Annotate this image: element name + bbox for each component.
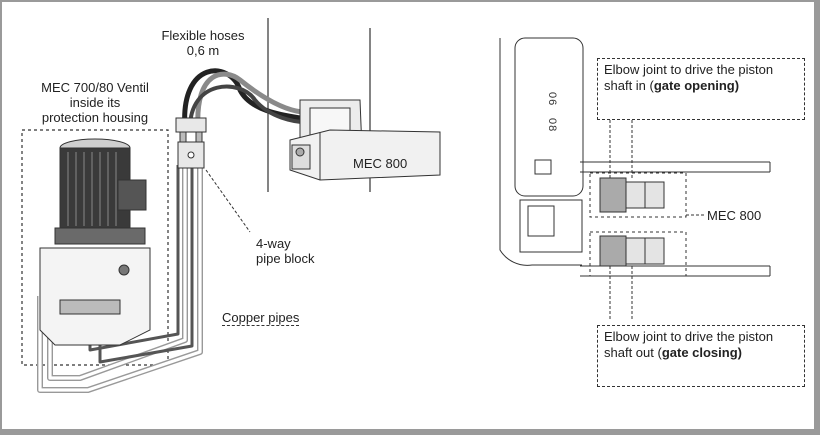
elbow-joints — [599, 177, 665, 267]
mec800-left-label: MEC 800 — [353, 156, 408, 171]
pipe-block-leader — [205, 169, 251, 233]
callout-leaders — [609, 110, 633, 320]
flexible-hoses — [182, 68, 307, 131]
four-way-pipe-block — [175, 117, 207, 169]
callout-opening-close: ) — [734, 78, 740, 93]
callout-opening-text: Elbow joint to drive the piston shaft in… — [604, 62, 774, 93]
callout-closing-bold: gate closing — [661, 345, 738, 360]
wall-digits-a: 06 — [546, 92, 558, 107]
mec800-right-label: MEC 800 — [707, 208, 762, 223]
mec700-label: MEC 700/80 Ventil inside its protection … — [30, 80, 160, 125]
pipe-block-label-line2: pipe block — [256, 251, 315, 266]
pipe-block-label: 4-way pipe block — [256, 236, 315, 266]
hoses-label-line1: Flexible hoses — [161, 28, 245, 43]
mec800-left-actuator — [289, 99, 441, 181]
callout-opening-bold: gate opening — [653, 78, 735, 93]
hoses-label: Flexible hoses 0,6 m — [148, 28, 258, 58]
hydraulic-unit — [39, 138, 151, 346]
hoses-label-line2: 0,6 m — [186, 43, 220, 58]
callout-closing-close: ) — [737, 345, 743, 360]
pipe-block-label-line1: 4-way — [256, 236, 291, 251]
wall-plate — [499, 37, 584, 266]
callout-gate-closing: Elbow joint to drive the piston shaft ou… — [597, 325, 805, 387]
elbow-joint-dashed-frames — [589, 172, 687, 277]
callout-gate-opening: Elbow joint to drive the piston shaft in… — [597, 58, 805, 120]
callout-closing-text: Elbow joint to drive the piston shaft ou… — [604, 329, 774, 360]
mec700-label-line1: MEC 700/80 Ventil — [41, 80, 149, 95]
copper-pipes-label: Copper pipes — [222, 310, 300, 326]
wall-digits-b: 08 — [546, 118, 558, 133]
mec700-label-line3: protection housing — [41, 110, 149, 125]
mec700-label-line2: inside its — [69, 95, 121, 110]
protection-housing-box — [21, 129, 169, 366]
